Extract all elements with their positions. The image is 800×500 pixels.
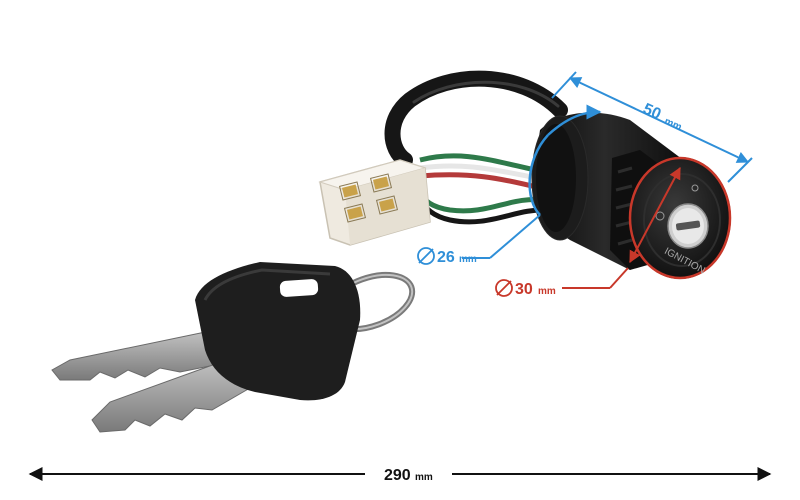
- length-value: 50: [640, 101, 663, 124]
- face-diameter-unit: mm: [538, 286, 556, 297]
- total-length-value: 290: [384, 467, 411, 484]
- wire-loop: [384, 70, 568, 168]
- diameter-icon-blue: [417, 247, 435, 265]
- connector-plug-icon: [318, 159, 431, 246]
- key-icon: [51, 329, 251, 433]
- total-length-unit: mm: [415, 472, 433, 483]
- length-dimension: [551, 71, 753, 183]
- face-diameter-dimension: [562, 166, 681, 289]
- body-diameter-value: 26: [437, 249, 455, 266]
- ignition-switch-icon: [531, 112, 732, 280]
- key-head: [195, 262, 361, 401]
- face-diameter-value: 30: [515, 281, 533, 298]
- body-diameter-unit: mm: [459, 254, 477, 265]
- diameter-icon-red: [495, 279, 513, 297]
- body-diameter-dimension: [462, 104, 602, 259]
